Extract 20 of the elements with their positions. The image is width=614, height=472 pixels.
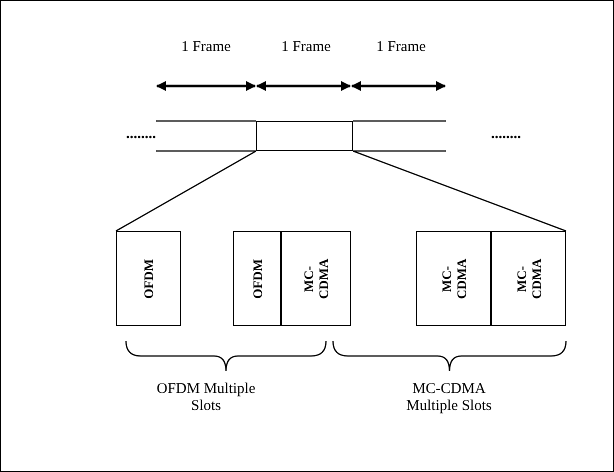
- slot-group-label: MC-CDMA Multiple Slots: [405, 381, 493, 415]
- frame-label: 1 Frame: [281, 39, 331, 56]
- slot-box: [233, 231, 281, 326]
- slot-group-label: OFDM Multiple Slots: [156, 381, 256, 415]
- ellipsis-dots: ........: [126, 126, 156, 143]
- slot-box: [281, 231, 351, 326]
- slot-label: MC-CDMA: [514, 257, 544, 301]
- slot-label: OFDM: [250, 258, 264, 298]
- frame-box: [256, 121, 353, 151]
- slot-box: [416, 231, 491, 326]
- slot-label: OFDM: [141, 258, 156, 298]
- slot-box: [491, 231, 566, 326]
- slot-label: MC-CDMA: [301, 257, 331, 301]
- ellipsis-dots: ........: [491, 126, 521, 143]
- frame-label: 1 Frame: [181, 39, 231, 56]
- slot-label: MC-CDMA: [438, 257, 468, 301]
- connector-line: [116, 150, 256, 232]
- connector-line: [352, 150, 566, 232]
- slot-box: [116, 231, 181, 326]
- frame-label: 1 Frame: [376, 39, 426, 56]
